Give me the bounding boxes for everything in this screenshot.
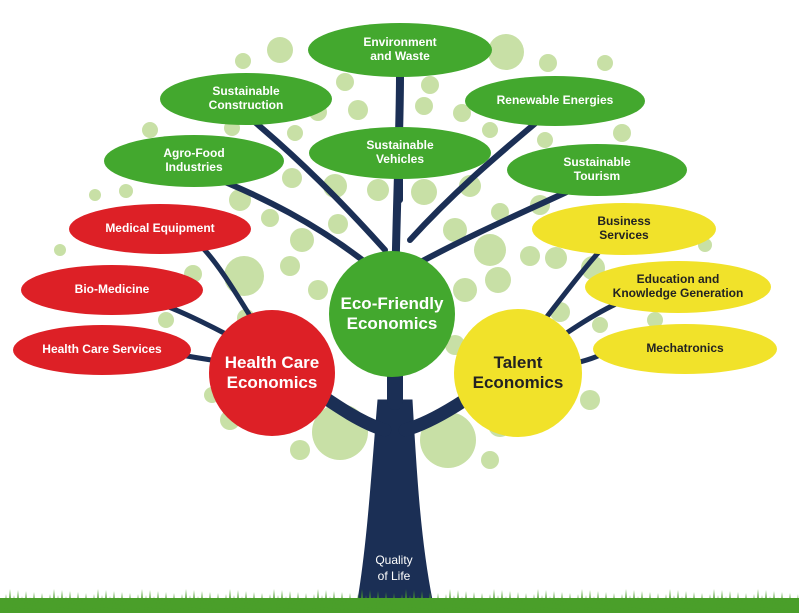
bubble	[481, 451, 499, 469]
leaf-shapes	[13, 23, 777, 375]
bubble	[482, 122, 498, 138]
bubble	[421, 76, 439, 94]
bubble	[545, 247, 567, 269]
bubble	[520, 246, 540, 266]
bubble	[537, 132, 553, 148]
bubble	[308, 280, 328, 300]
bubble	[229, 189, 251, 211]
grass	[0, 589, 799, 613]
leaf-mechatronics	[593, 324, 777, 374]
leaf-environment	[308, 23, 492, 77]
bubble	[119, 184, 133, 198]
bubble	[235, 53, 251, 69]
leaf-business	[532, 203, 716, 255]
bubble	[453, 104, 471, 122]
leaf-construction	[160, 73, 332, 125]
bubble	[485, 267, 511, 293]
bubble	[411, 179, 437, 205]
leaf-healthcare-services	[13, 325, 191, 375]
bubble	[290, 440, 310, 460]
bubble	[287, 125, 303, 141]
leaf-vehicles	[309, 127, 491, 179]
leaf-renewable	[465, 76, 645, 126]
hub-eco	[329, 251, 455, 377]
bubble	[613, 124, 631, 142]
leaf-education	[585, 261, 771, 313]
bubble	[89, 189, 101, 201]
branch-renewable	[407, 112, 548, 243]
bubble	[491, 203, 509, 221]
leaf-tourism	[507, 144, 687, 196]
bubble	[290, 228, 314, 252]
hub-talent	[454, 309, 582, 437]
bubble	[261, 209, 279, 227]
bubble	[267, 37, 293, 63]
bubble	[280, 256, 300, 276]
bubble	[328, 214, 348, 234]
bubble	[539, 54, 557, 72]
bubble	[443, 218, 467, 242]
bubble	[474, 234, 506, 266]
bubble	[142, 122, 158, 138]
leaf-agrofood	[104, 135, 284, 187]
hub-shapes	[209, 251, 582, 437]
bubble	[647, 312, 663, 328]
bubble	[282, 168, 302, 188]
bubble	[597, 55, 613, 71]
bubble	[488, 34, 524, 70]
bubble	[348, 100, 368, 120]
bubble	[415, 97, 433, 115]
branch-construction	[247, 115, 388, 253]
bubble	[459, 175, 481, 197]
branch-tourism	[412, 185, 578, 268]
bubble	[592, 317, 608, 333]
bubble	[453, 278, 477, 302]
grass-blades	[0, 589, 799, 613]
trunk	[357, 399, 433, 601]
leaf-medical	[69, 204, 251, 254]
bubble	[580, 390, 600, 410]
bubble	[420, 412, 476, 468]
bubble	[336, 73, 354, 91]
leaf-biomedicine	[21, 265, 203, 315]
bubble	[367, 179, 389, 201]
bubble	[54, 244, 66, 256]
bubble	[224, 256, 264, 296]
bubble	[158, 312, 174, 328]
hub-health	[209, 310, 335, 436]
